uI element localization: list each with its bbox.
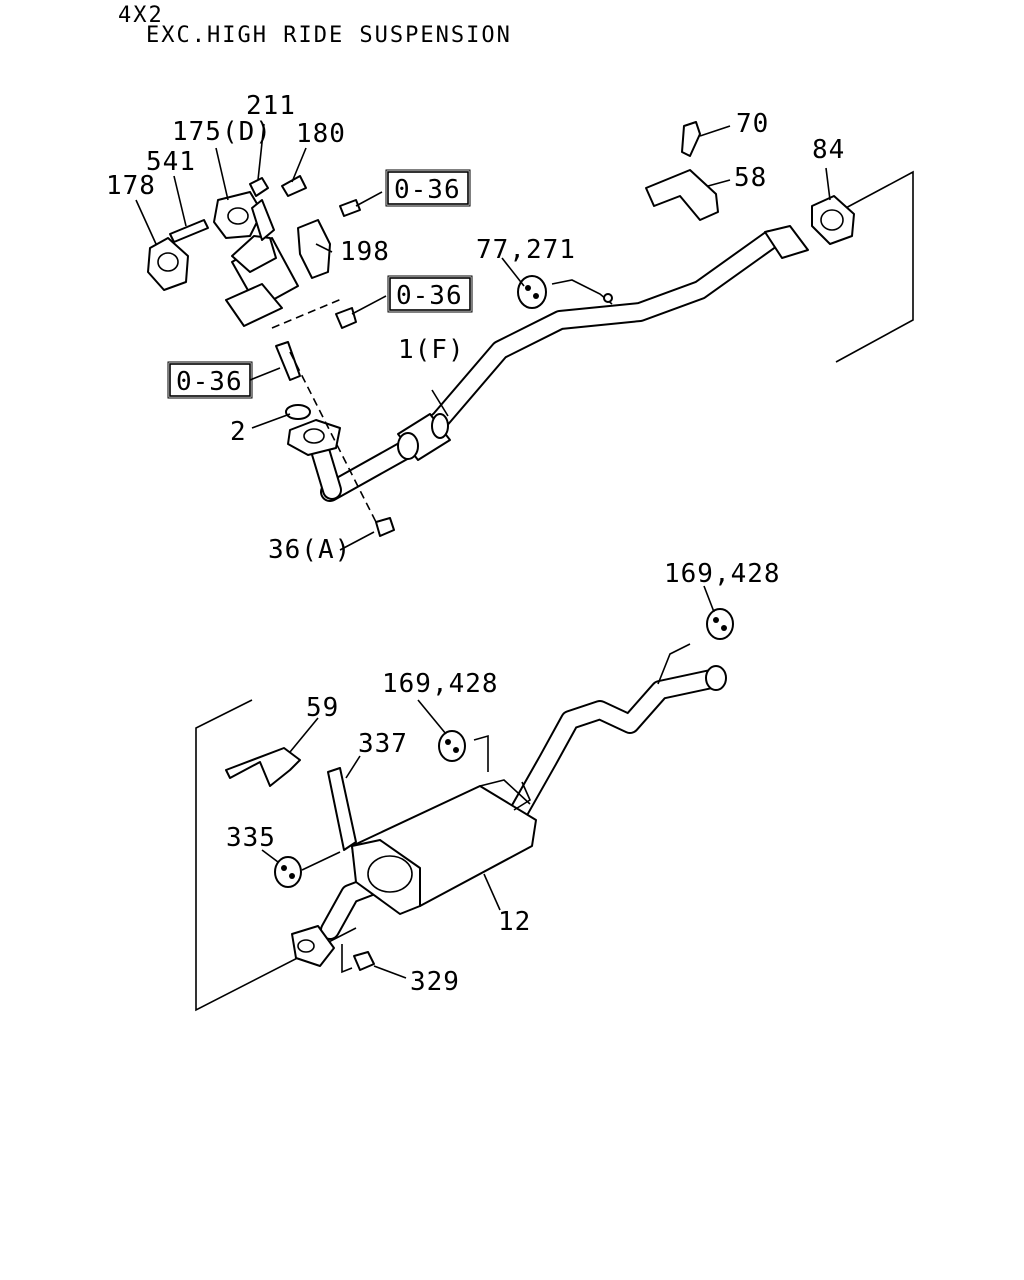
exhaust-stud <box>275 341 301 381</box>
label-part-59: 59 <box>306 693 339 723</box>
hanger-bracket <box>645 169 719 221</box>
hanger-bolt <box>681 121 701 157</box>
assembly-bracket-line <box>195 699 357 1012</box>
label-part-541: 541 <box>146 147 196 177</box>
front-pipe-flange <box>287 419 341 456</box>
label-part-36: 36(A) <box>268 535 351 565</box>
label-part-329: 329 <box>410 967 460 997</box>
reference-box[interactable]: 0-36 <box>387 275 473 313</box>
stud-bolt <box>169 219 209 243</box>
reference-text: 0-36 <box>176 367 243 397</box>
reference-text: 0-36 <box>396 281 463 311</box>
label-part-70: 70 <box>736 109 769 139</box>
bracket-bolt <box>327 767 357 851</box>
reference-box[interactable]: 0-36 <box>385 169 471 207</box>
label-part-169-428: 169,428 <box>382 669 499 699</box>
gasket-flange <box>147 237 189 291</box>
front-pipe <box>310 225 809 502</box>
label-part-211: 211 <box>246 91 296 121</box>
label-part-337: 337 <box>358 729 408 759</box>
label-part-180: 180 <box>296 119 346 149</box>
label-part-198: 198 <box>340 237 390 267</box>
lock-nut <box>353 951 375 971</box>
catalytic-converter <box>213 191 299 327</box>
mounting-bolt <box>339 199 361 217</box>
reference-text: 0-36 <box>394 175 461 205</box>
muffler <box>351 779 537 915</box>
label-part-12: 12 <box>498 907 531 937</box>
label-part-2: 2 <box>230 417 247 447</box>
label-part-178: 178 <box>106 171 156 201</box>
lock-nut <box>375 517 395 537</box>
heat-shield-bracket <box>297 219 331 279</box>
label-part-77-271: 77,271 <box>476 235 576 265</box>
assembly-bracket-line <box>835 170 914 363</box>
connector-line <box>473 734 489 772</box>
rubber-hanger <box>438 730 466 762</box>
mounting-bolt <box>335 307 357 329</box>
rubber-hanger <box>517 275 547 309</box>
hex-nut <box>249 177 269 197</box>
hanger-bracket <box>225 747 301 787</box>
alignment-line <box>271 297 345 329</box>
rubber-hanger <box>274 856 302 888</box>
label-part-169-428: 169,428 <box>664 559 781 589</box>
label-part-335: 335 <box>226 823 276 853</box>
connector-line <box>301 851 341 871</box>
tail-pipe <box>504 643 727 830</box>
label-part-1: 1(F) <box>398 335 465 365</box>
flange-bolt <box>281 175 307 197</box>
rubber-hanger <box>706 608 734 640</box>
suspension-note: EXC.HIGH RIDE SUSPENSION <box>146 23 512 48</box>
label-part-175: 175(D) <box>172 117 272 147</box>
alignment-line <box>289 351 379 527</box>
gasket-ring <box>285 404 311 420</box>
label-part-58: 58 <box>734 163 767 193</box>
reference-box[interactable]: 0-36 <box>167 361 253 399</box>
rear-gasket <box>811 195 855 245</box>
label-part-84: 84 <box>812 135 845 165</box>
leader-lines <box>135 123 831 979</box>
drive-type-label: 4X2 <box>118 3 164 28</box>
